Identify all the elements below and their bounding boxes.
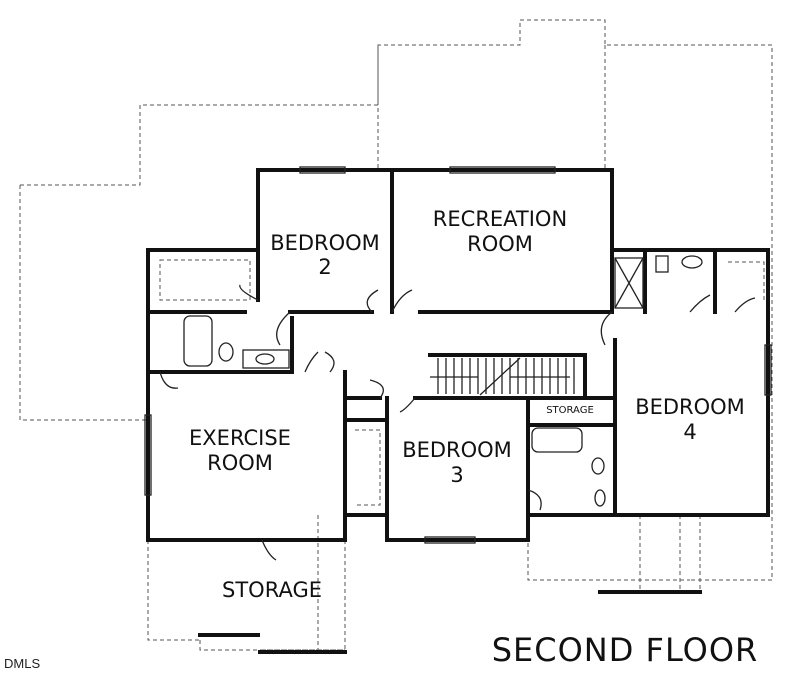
exterior-steps — [198, 590, 702, 654]
bedroom-3-number: 3 — [450, 463, 463, 487]
door-swings — [159, 284, 756, 561]
fixtures — [183, 255, 703, 507]
exercise-room-label-line1: EXERCISE — [189, 426, 291, 450]
floor-title: SECOND FLOOR — [492, 631, 759, 669]
roof-outline — [19, 19, 773, 651]
storage-closet-label: STORAGE — [546, 405, 594, 416]
bedroom-3-label: BEDROOM — [402, 438, 512, 462]
stairs — [430, 357, 575, 396]
recreation-room-label-line1: RECREATION — [433, 207, 567, 231]
watermark: DMLS — [4, 656, 40, 671]
room-labels: BEDROOM 2 RECREATION ROOM EXERCISE ROOM … — [189, 207, 745, 602]
storage-label: STORAGE — [222, 578, 322, 602]
windows — [144, 166, 772, 544]
walls — [146, 168, 770, 542]
bedroom-4-number: 4 — [683, 420, 696, 444]
recreation-room-label-line2: ROOM — [467, 232, 533, 256]
bedroom-2-label: BEDROOM — [270, 231, 380, 255]
bedroom-4-label: BEDROOM — [635, 395, 745, 419]
exercise-room-label-line2: ROOM — [207, 451, 273, 475]
bedroom-2-number: 2 — [318, 255, 331, 279]
